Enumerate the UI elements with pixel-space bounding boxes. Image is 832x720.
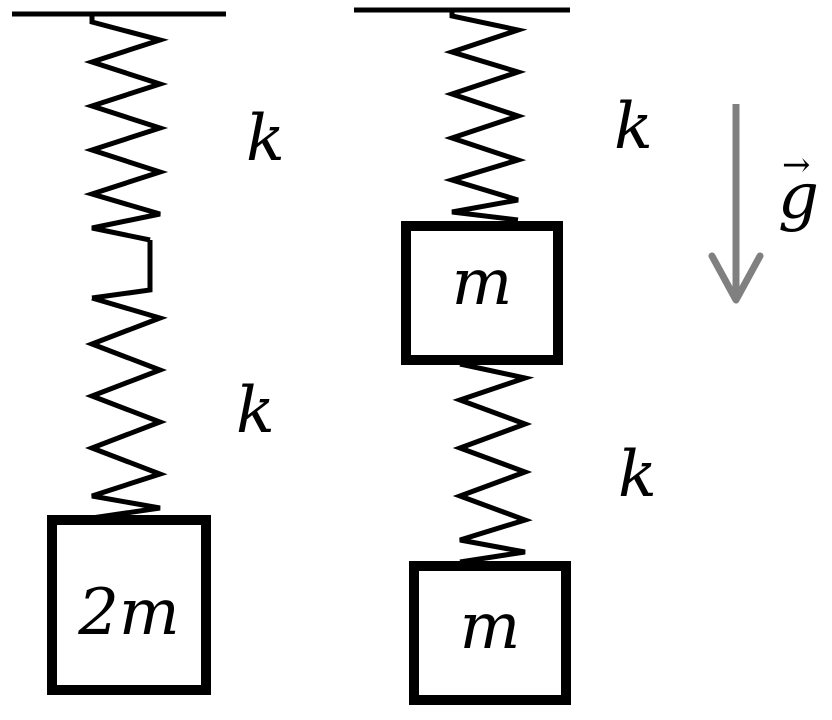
- left-spring-connector: [91, 240, 153, 301]
- gravity-arrow-head: [708, 252, 764, 304]
- right-upper-k-label: k: [614, 90, 653, 164]
- right-upper-mass-label: m: [452, 246, 513, 320]
- left-upper-spring: [83, 14, 169, 243]
- right-lower-k-label: k: [618, 438, 657, 512]
- left-lower-k-label: k: [236, 374, 275, 448]
- right-lower-mass-block: [409, 561, 571, 705]
- left-mass-block: [47, 515, 211, 695]
- right-upper-mass-block: [401, 221, 563, 365]
- right-lower-mass-label: m: [460, 590, 521, 664]
- left-upper-k-label: k: [246, 102, 285, 176]
- right-lower-spring: [452, 361, 535, 565]
- gravity-vector-mark: →: [782, 145, 811, 185]
- right-upper-spring: [443, 10, 528, 223]
- left-mass-label: 2m: [77, 576, 179, 650]
- left-lower-spring: [84, 295, 168, 521]
- gravity-label: g: [778, 160, 819, 234]
